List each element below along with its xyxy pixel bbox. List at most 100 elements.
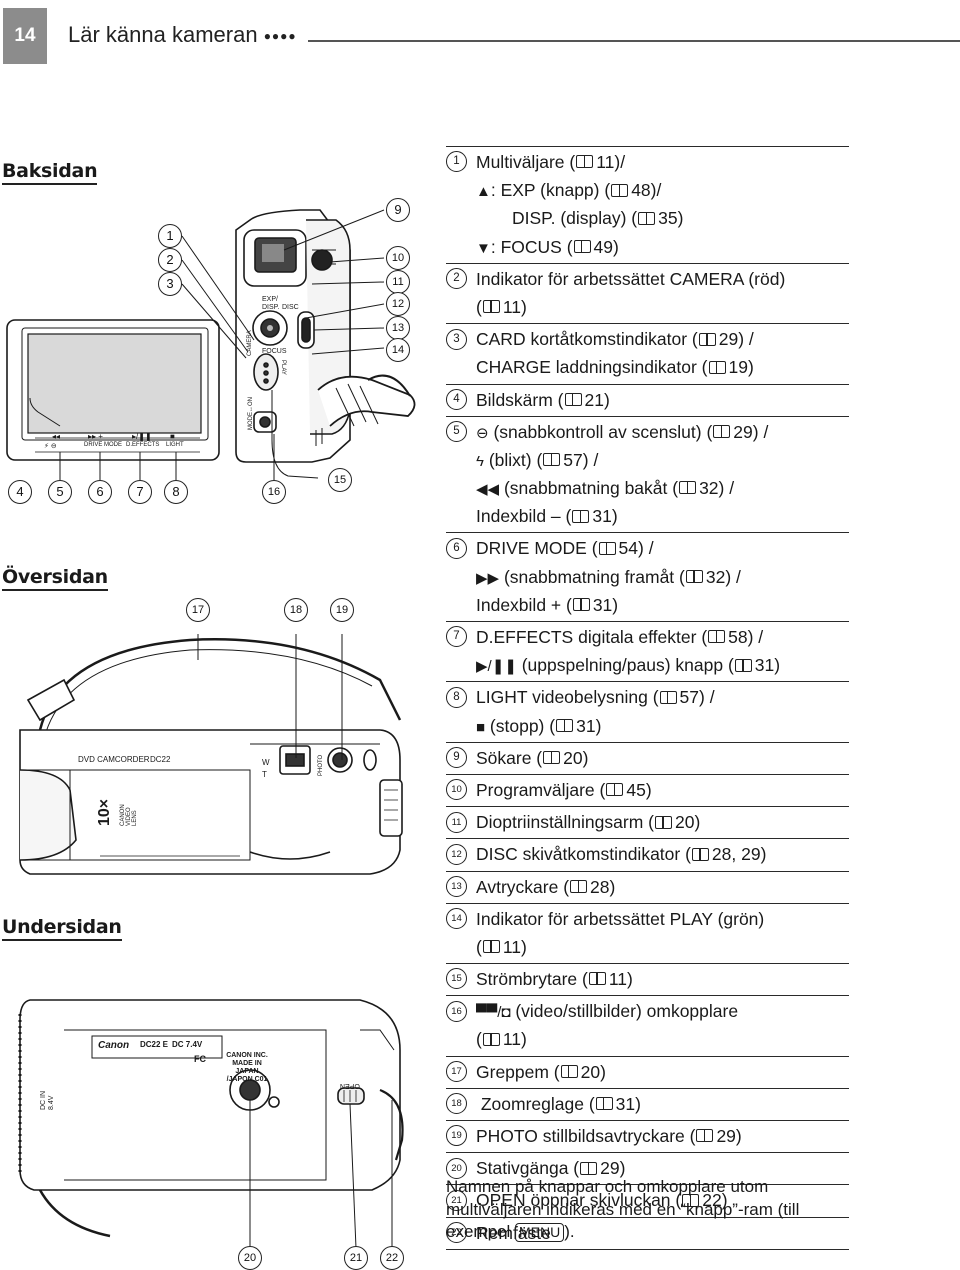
item-text-end: ) [612, 594, 619, 615]
note-text-after: ). [564, 1222, 575, 1241]
ctrl-stop: ■ [170, 432, 175, 441]
item-text-end: ) [611, 506, 618, 527]
label-t: T [262, 770, 267, 779]
book-icon [734, 658, 752, 672]
item-text-end: ) / [718, 478, 735, 499]
book-icon [560, 1065, 578, 1078]
item-text: (snabbmatning framåt ( [499, 566, 685, 587]
item-text: Bildskärm ( [476, 389, 564, 410]
button-symbol-icon: ◀◀ [476, 481, 500, 499]
item-text-end: ) [627, 969, 633, 990]
book-icon [698, 332, 716, 346]
item-text: Strömbrytare ( [476, 969, 588, 990]
page-reference: 11 [502, 1029, 521, 1050]
label-canon-video-lens: CANON VIDEO LENS [120, 804, 138, 826]
item-number: 6 [446, 537, 467, 559]
item-text-end: )/ [650, 180, 662, 201]
page-reference: 20 [580, 1061, 601, 1082]
book-icon [708, 360, 726, 374]
item-text-end: ) [760, 844, 767, 865]
item-text: : EXP (knapp) ( [490, 180, 611, 201]
book-icon [570, 879, 588, 893]
item-text-end: ) [735, 1126, 742, 1146]
item-text: Remfäste [476, 1222, 551, 1243]
callout-6: 6 [88, 480, 112, 504]
button-symbol-icon: ϟ [476, 452, 484, 470]
item-text-end: ) [609, 876, 616, 897]
item-number: 15 [446, 968, 467, 990]
item-number: 21 [446, 1189, 467, 1211]
list-item-line: ▼: FOCUS (49) [446, 233, 849, 261]
callout-2: 2 [158, 248, 182, 272]
label-w: W [262, 758, 270, 767]
item-text: Multiväljare ( [476, 152, 576, 172]
page-reference: 22 [702, 1190, 722, 1211]
list-item-line: ▲: EXP (knapp) (48)/ [446, 176, 849, 204]
item-number: 18 [446, 1093, 467, 1115]
sub-flash: ⚡ ⊖ [44, 443, 57, 450]
page-reference: 49 [593, 236, 613, 257]
book-icon [685, 570, 703, 583]
callout-10: 10 [386, 246, 410, 270]
page-reference: 31 [615, 1093, 636, 1114]
callout-4: 4 [8, 480, 32, 504]
page-reference: 28, 29 [711, 844, 761, 865]
ctrl-play-pause: ▸/❚❚ [132, 432, 152, 441]
item-number: 16 [446, 1000, 467, 1022]
chapter-dots: ●●●● [263, 29, 297, 44]
list-item-line: 16▀▀/◘ (video/stillbilder) omkopplare [446, 997, 849, 1025]
item-text: DISC skivåtkomstindikator ( [476, 844, 691, 865]
item-number: 5 [446, 421, 467, 443]
button-symbol-icon: ▀▀/◘ [476, 1004, 511, 1022]
item-number: 7 [446, 626, 467, 648]
callout-17: 17 [186, 598, 210, 622]
book-icon [543, 751, 561, 765]
item-text-end: ) [677, 208, 684, 229]
list-item-line: Indexbild + (31) [446, 591, 849, 619]
item-number: 4 [446, 388, 467, 410]
label-focus: FOCUS [262, 348, 287, 355]
book-icon [543, 453, 561, 467]
book-icon [713, 425, 731, 439]
item-number: 9 [446, 747, 467, 769]
callout-9: 9 [386, 198, 410, 222]
item-text-end: ) [600, 1061, 606, 1082]
item-number: 11 [446, 811, 467, 833]
item-text: (stopp) ( [485, 715, 556, 736]
note-text-before: Namnen på knappar och omkopplare utom mu… [446, 1177, 800, 1241]
page-reference: 31 [592, 506, 612, 527]
list-item-line: ■ (stopp) (31) [446, 712, 849, 740]
label-dc-in: DC IN 8.4V [40, 1090, 55, 1110]
list-item: 18 Zoomreglage (31) [446, 1087, 849, 1120]
book-icon [556, 718, 574, 732]
page-reference: 48 [631, 180, 651, 201]
item-text-end: ) [595, 715, 602, 736]
item-text-end: ) [619, 1158, 626, 1179]
list-item: 5⊖ (snabbkontroll av scenslut) (29) / ϟ (… [446, 415, 849, 533]
callout-5: 5 [48, 480, 72, 504]
book-icon [573, 239, 591, 253]
item-text: (snabbkontroll av scenslut) ( [488, 421, 713, 442]
label-model: DC22 [150, 755, 171, 764]
label-bottom-model: DC22 E [140, 1040, 169, 1049]
item-text: Indikator för arbetssättet PLAY (grön) [476, 908, 765, 929]
item-text: : FOCUS ( [490, 236, 573, 257]
list-item: 16▀▀/◘ (video/stillbilder) omkopplare(11… [446, 995, 849, 1055]
list-item-line: 5⊖ (snabbkontroll av scenslut) (29) / [446, 418, 849, 446]
callout-20: 20 [238, 1246, 262, 1270]
page-reference: 29 [718, 329, 739, 350]
callout-21: 21 [344, 1246, 368, 1270]
camera-top-illustration [19, 634, 403, 875]
item-text: Indexbild – ( [476, 506, 572, 527]
book-icon [595, 1097, 613, 1111]
